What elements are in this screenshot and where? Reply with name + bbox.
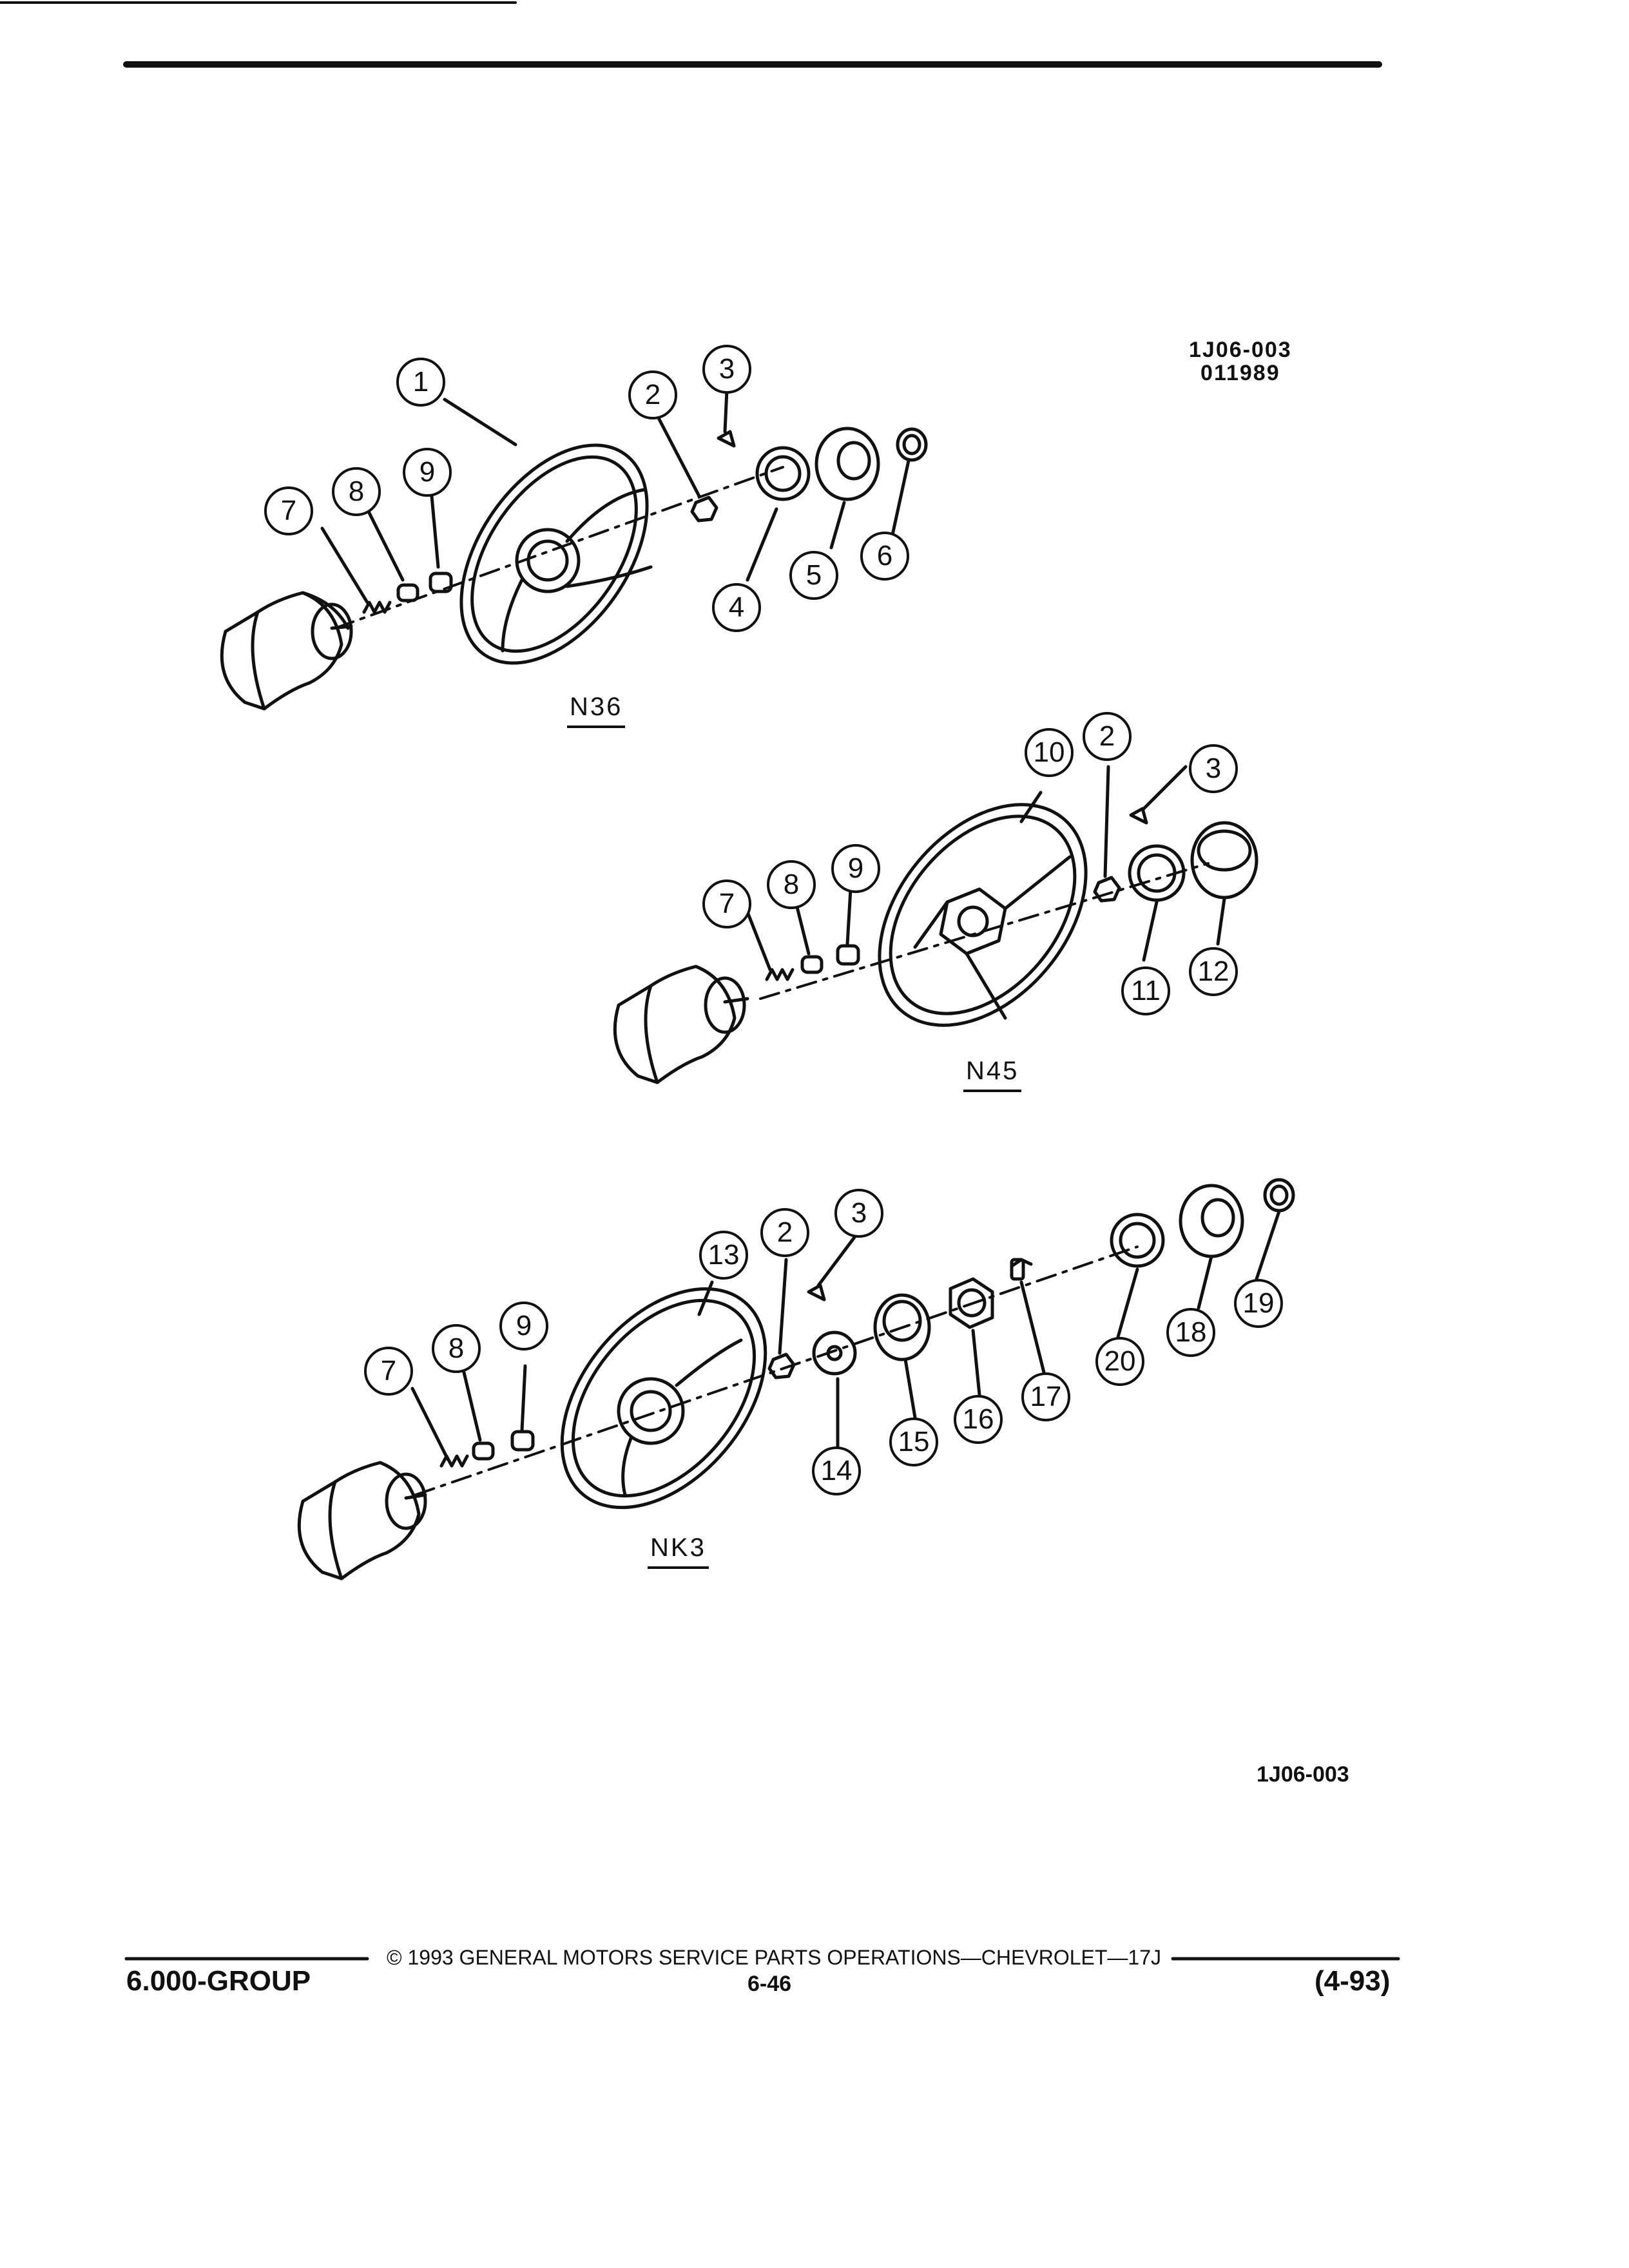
callout-8: 8 [767, 860, 816, 909]
callout-16: 16 [954, 1395, 1003, 1444]
callout-7: 7 [264, 486, 313, 535]
callout-3: 3 [1189, 744, 1238, 793]
callout-8: 8 [432, 1324, 481, 1373]
figure-code-bottom: 1J06-003 [1257, 1762, 1349, 1787]
callout-17: 17 [1021, 1372, 1070, 1421]
figure-code-top: 1J06-003 011989 [1189, 338, 1292, 385]
revision-date: (4-93) [1315, 1965, 1391, 1997]
callout-1: 1 [396, 358, 445, 407]
callout-3: 3 [702, 345, 751, 394]
figure-date-code: 011989 [1200, 361, 1280, 385]
callout-7: 7 [702, 879, 751, 928]
callout-18: 18 [1166, 1308, 1215, 1357]
callout-3: 3 [834, 1189, 883, 1238]
callout-5: 5 [789, 551, 838, 600]
assembly-nk3-art [297, 1178, 1295, 1581]
callout-9: 9 [403, 448, 452, 497]
callout-9: 9 [831, 844, 880, 893]
callout-14: 14 [812, 1446, 861, 1495]
callout-20: 20 [1095, 1337, 1144, 1386]
callout-2: 2 [1083, 712, 1132, 761]
assembly-n36-art [220, 388, 928, 711]
callout-8: 8 [332, 467, 381, 516]
assembly-n45-art [613, 765, 1258, 1084]
callout-13: 13 [699, 1231, 748, 1280]
callout-10: 10 [1025, 728, 1074, 777]
callout-11: 11 [1121, 966, 1170, 1015]
callout-9: 9 [499, 1302, 548, 1350]
callout-2: 2 [760, 1208, 809, 1257]
model-label-nk3: NK3 [648, 1533, 709, 1569]
callout-4: 4 [712, 583, 761, 632]
copyright-line: © 1993 GENERAL MOTORS SERVICE PARTS OPER… [387, 1946, 1161, 1969]
page-number: 6-46 [747, 1972, 792, 1996]
callout-15: 15 [889, 1418, 938, 1466]
callout-6: 6 [860, 532, 909, 581]
model-label-n45: N45 [963, 1057, 1022, 1092]
callout-2: 2 [628, 370, 677, 419]
figure-code: 1J06-003 [1189, 338, 1292, 362]
callout-19: 19 [1234, 1279, 1283, 1328]
callout-12: 12 [1189, 947, 1238, 996]
model-label-n36: N36 [567, 693, 626, 728]
callout-7: 7 [364, 1347, 413, 1396]
group-label: 6.000-GROUP [126, 1965, 311, 1997]
